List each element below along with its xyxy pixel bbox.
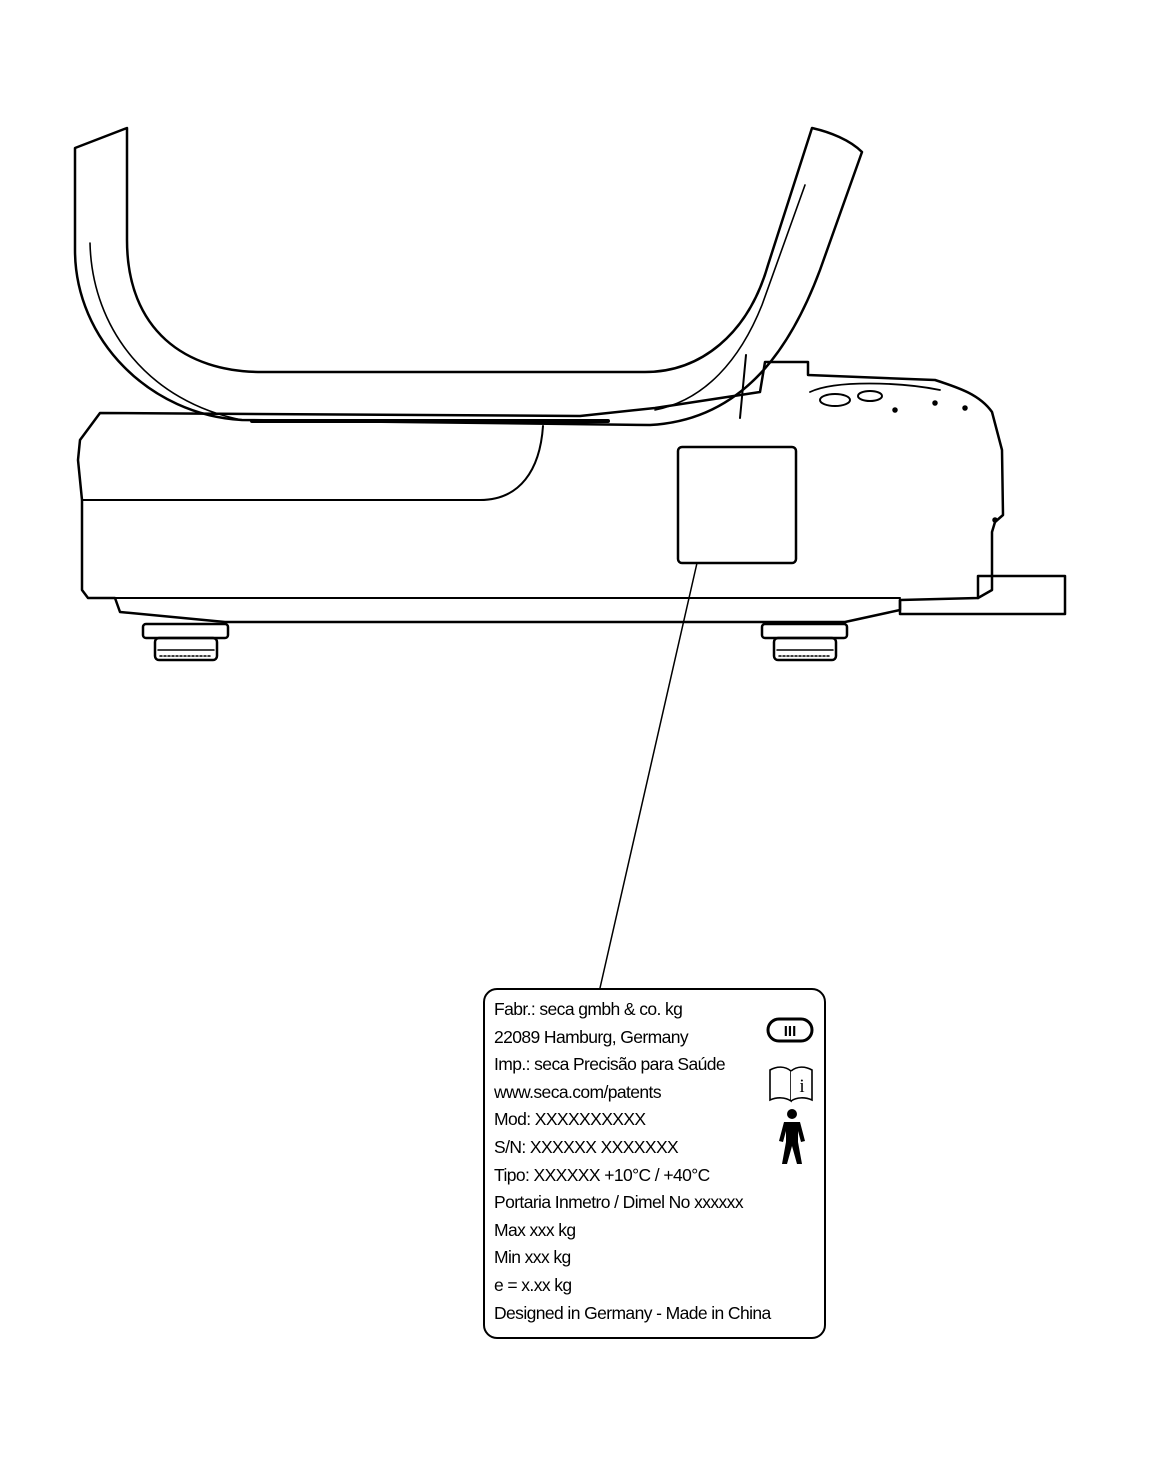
patents-url-line: www.seca.com/patents xyxy=(494,1081,662,1102)
accuracy-class-iii-icon: III xyxy=(766,1017,814,1043)
manufacturer-line: Fabr.: seca gmbh & co. kg xyxy=(494,999,683,1019)
scale-base xyxy=(76,360,1005,624)
accuracy-class-text: III xyxy=(784,1023,797,1040)
serial-number-line: S/N: XXXXXX XXXXXXX xyxy=(494,1136,679,1157)
max-capacity-line: Max xxx kg xyxy=(494,1219,576,1240)
foot-left xyxy=(141,622,230,662)
inmetro-line: Portaria Inmetro / Dimel No xxxxxx xyxy=(494,1192,744,1213)
type-temperature-line: Tipo: XXXXXX +10°C / +40°C xyxy=(494,1164,710,1185)
min-capacity-line: Min xxx kg xyxy=(494,1247,571,1268)
type-b-applied-part-icon xyxy=(779,1109,805,1164)
slide-out-rail xyxy=(898,574,1067,616)
info-letter: i xyxy=(799,1076,804,1097)
address-line: 22089 Hamburg, Germany xyxy=(494,1026,689,1047)
type-plate-text: Fabr.: seca gmbh & co. kg 22089 Hamburg,… xyxy=(494,996,771,1327)
origin-line: Designed in Germany - Made in China xyxy=(494,1302,771,1323)
handle-bar xyxy=(73,126,864,427)
importer-line: Imp.: seca Precisão para Saúde xyxy=(494,1054,726,1075)
type-plate-callout: Fabr.: seca gmbh & co. kg 22089 Hamburg,… xyxy=(483,988,826,1339)
type-plate-location xyxy=(676,445,798,565)
consult-instructions-icon: i xyxy=(769,1066,813,1103)
leader-line xyxy=(599,562,698,989)
model-line: Mod: XXXXXXXXXX xyxy=(494,1109,646,1130)
foot-right xyxy=(760,622,849,662)
graduation-line: e = x.xx kg xyxy=(494,1274,572,1295)
